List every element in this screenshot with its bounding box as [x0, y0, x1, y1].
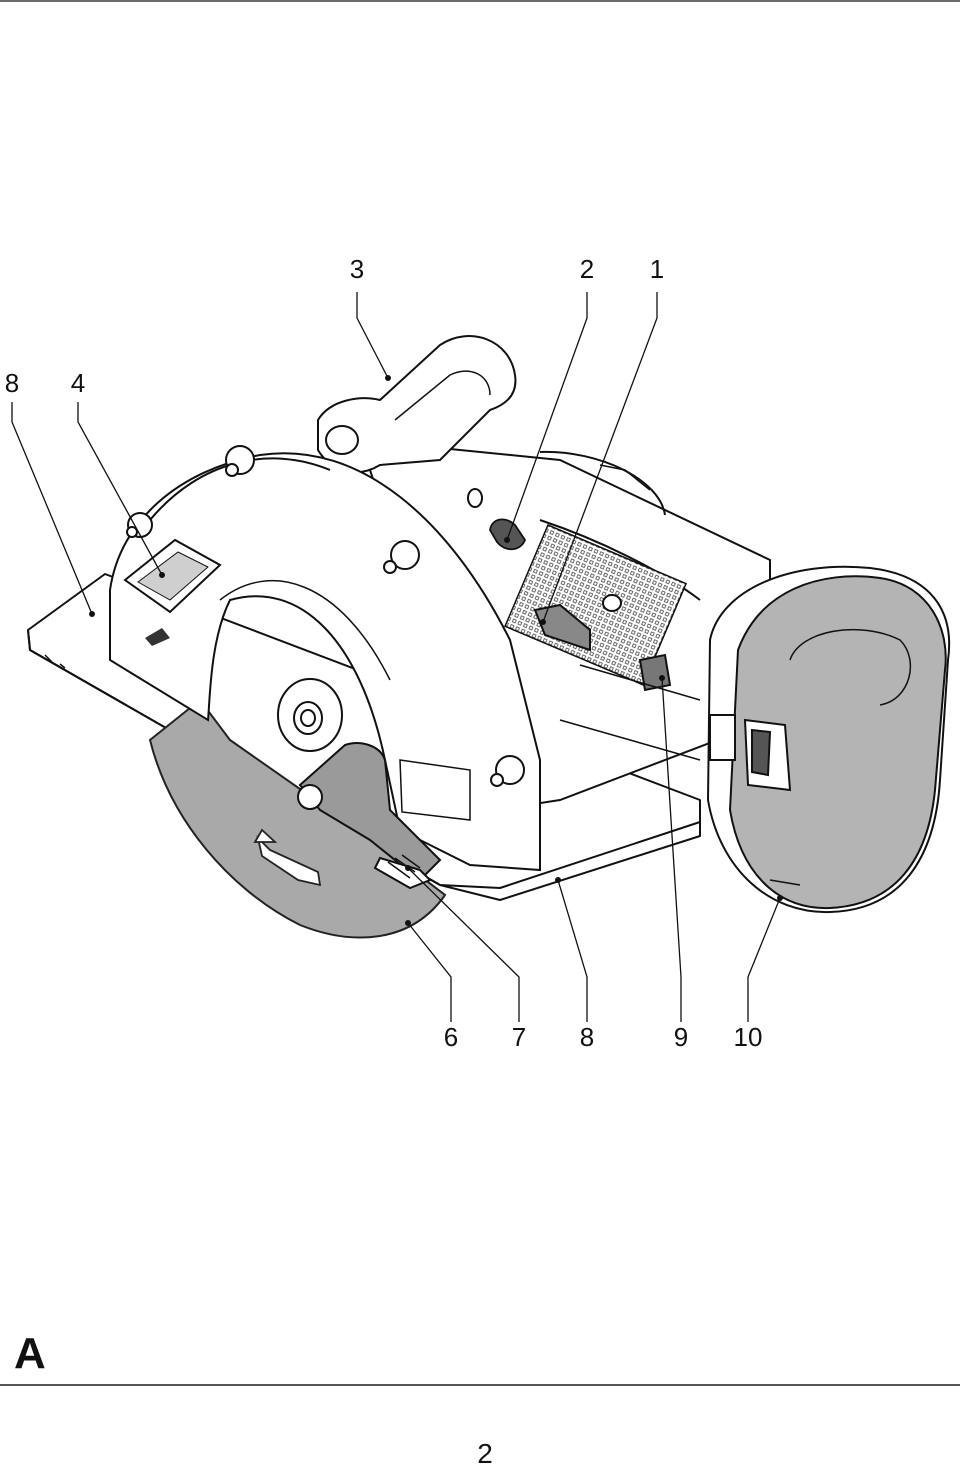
circular-saw-diagram: 3 2 1 8 4 6 7 8 9 10: [5, 254, 951, 1052]
lock-off-button: [489, 518, 527, 551]
callout-8-left: 8: [5, 368, 19, 398]
leader-lines: [11, 292, 781, 1022]
callout-4: 4: [71, 368, 85, 398]
upper-blade-guard: [109, 452, 541, 872]
divider-rule: [0, 1384, 960, 1386]
page-number: 2: [477, 1438, 493, 1469]
callout-10: 10: [734, 1022, 763, 1052]
callout-7: 7: [512, 1022, 526, 1052]
blade-arbor: [277, 678, 343, 752]
top-border: [0, 0, 960, 2]
depth-adjust-lever: [533, 603, 701, 761]
housing-bolts: [126, 445, 525, 787]
callout-3: 3: [350, 254, 364, 284]
callout-8-bottom: 8: [580, 1022, 594, 1052]
callout-6: 6: [444, 1022, 458, 1052]
leader-dots: [89, 375, 783, 926]
battery-release-button: [751, 728, 772, 777]
figure-letter: A: [14, 1329, 46, 1378]
ventilation-grille: [504, 524, 688, 686]
callout-1: 1: [650, 254, 664, 284]
callout-9: 9: [674, 1022, 688, 1052]
callout-2: 2: [580, 254, 594, 284]
lower-guard-lever: [297, 742, 442, 890]
battery-pack: [706, 565, 951, 914]
label-window: [123, 538, 222, 646]
saw-blade: [148, 698, 447, 939]
rotation-arrow-icon: [256, 835, 322, 887]
